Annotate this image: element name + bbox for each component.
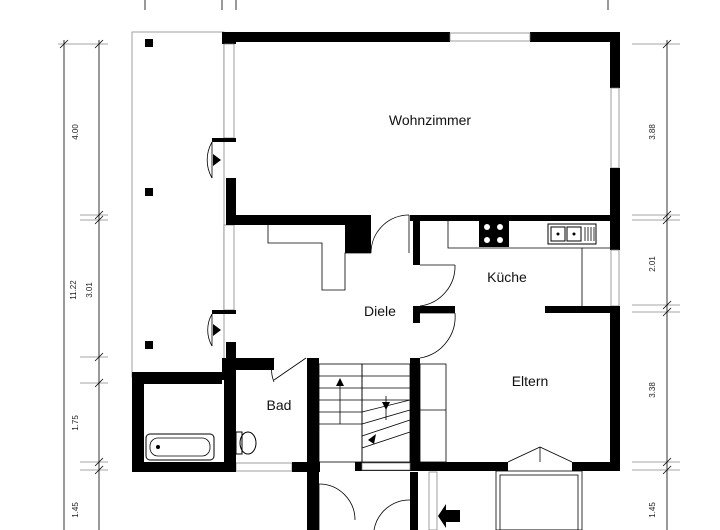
room-label-bad: Bad xyxy=(267,397,292,413)
dim-left-3: 1.75 xyxy=(71,415,80,431)
door-kueche xyxy=(419,264,456,307)
dim-left-2: 3.01 xyxy=(85,282,94,298)
dim-right-1: 3.88 xyxy=(648,124,657,140)
room-label-diele: Diele xyxy=(364,303,396,319)
kitchen-fixtures xyxy=(447,221,610,306)
terrace-doors xyxy=(206,138,236,347)
dim-right-2: 2.01 xyxy=(648,256,657,272)
dim-left-1: 4.00 xyxy=(71,124,80,140)
entrance xyxy=(307,471,460,530)
right-dimension-lines xyxy=(632,39,680,530)
dim-left-4: 1.45 xyxy=(71,502,80,518)
room-label-eltern: Eltern xyxy=(512,373,549,389)
dim-right-3: 3.38 xyxy=(648,382,657,398)
top-dimension-ticks xyxy=(144,0,609,10)
room-label-wohnzimmer: Wohnzimmer xyxy=(389,112,472,128)
diele-counter xyxy=(267,225,371,291)
door-bad xyxy=(271,357,307,383)
stairs xyxy=(318,363,411,463)
dim-left-total: 11.22 xyxy=(69,280,78,300)
door-eltern xyxy=(419,312,456,359)
door-wohnzimmer xyxy=(370,214,410,254)
interior-walls xyxy=(132,215,620,472)
bath-fixtures xyxy=(145,431,257,461)
room-label-kueche: Küche xyxy=(487,269,527,285)
terrace xyxy=(131,31,225,378)
entrance-arrow-icon xyxy=(438,504,460,528)
outer-walls xyxy=(222,32,620,471)
dim-right-4: 1.45 xyxy=(648,502,657,518)
left-dimension-lines xyxy=(58,39,108,530)
eltern-bay xyxy=(419,363,583,530)
